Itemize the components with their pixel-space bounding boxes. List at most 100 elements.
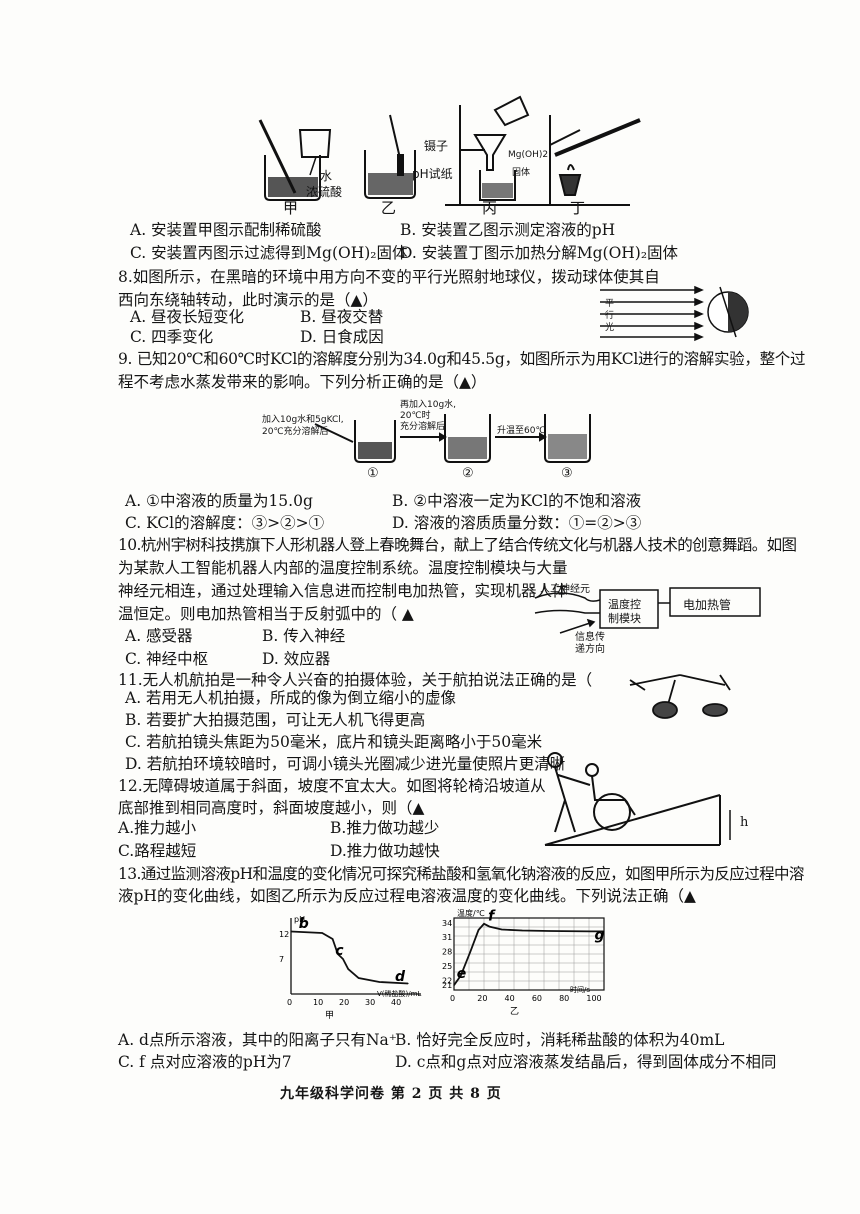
point-label: b bbox=[299, 916, 309, 932]
y-tick-label: 7 bbox=[279, 955, 284, 964]
q11-option-c: C. 若航拍镜头焦距为50毫米，底片和镜头距离略小于50毫米 bbox=[125, 733, 543, 751]
q10-signal-label-2: 递方向 bbox=[575, 644, 605, 655]
data-point bbox=[603, 930, 605, 933]
parallel-light-arrows bbox=[600, 285, 704, 342]
q9-dissolving-figure bbox=[314, 414, 591, 463]
x-tick-label: 60 bbox=[532, 994, 542, 1003]
q8-stem-2: 西向东绕轴转动，此时演示的是（▲） bbox=[118, 291, 378, 309]
x-tick-label: 20 bbox=[339, 998, 349, 1007]
beaker-3 bbox=[544, 414, 591, 463]
q9-step3: 升温至60℃ bbox=[497, 426, 546, 436]
q8-light-label-1: 平 bbox=[605, 299, 615, 309]
q8-option-c: C. 四季变化 bbox=[130, 328, 214, 346]
q12-ramp-figure bbox=[544, 752, 731, 846]
q9-option-a: A. ①中溶液的质量为15.0g bbox=[125, 492, 313, 510]
q7-option-d: D. 安装置丁图示加热分解Mg(OH)₂固体 bbox=[400, 244, 679, 262]
q8-light-label-2: 行 bbox=[605, 311, 615, 321]
q12-option-c: C.路程越短 bbox=[118, 842, 197, 860]
q10-signal-label-1: 信息传 bbox=[575, 632, 605, 643]
data-point bbox=[488, 926, 491, 928]
q8-option-d: D. 日食成因 bbox=[300, 328, 384, 346]
q9-mark-2: ② bbox=[462, 466, 474, 481]
x-tick-label: 80 bbox=[559, 994, 569, 1003]
q8-stem-1: 8.如图所示，在黑暗的环境中用方向不变的平行光照射地球仪，拨动球体使其自 bbox=[118, 268, 660, 286]
q11-option-a: A. 若用无人机拍摄，所成的像为倒立缩小的虚像 bbox=[125, 689, 457, 707]
y-tick-label: 21 bbox=[442, 981, 452, 990]
neuron-line-2 bbox=[534, 609, 600, 614]
data-point bbox=[358, 977, 360, 979]
q10-module-label-2: 制模块 bbox=[608, 612, 641, 625]
q13-stem-2: 液pH的变化曲线，如图乙所示为反应过程电溶液温度的变化曲线。下列说法正确（▲ bbox=[118, 887, 696, 905]
q10-stem-4: 温恒定。则电加热管相当于反射弧中的（ ▲ bbox=[118, 605, 414, 623]
q13-stem-1: 13.通过监测溶液pH和温度的变化情况可探究稀盐酸和氢氧化钠溶液的反应，如图甲所… bbox=[118, 865, 804, 883]
q9-option-b: B. ②中溶液一定为KCl的不饱和溶液 bbox=[392, 492, 642, 510]
q8-option-b: B. 昼夜交替 bbox=[300, 308, 384, 326]
q13-option-d: D. c点和g点对应溶液蒸发结晶后，得到固体成分不相同 bbox=[395, 1053, 777, 1071]
x-axis-label: 时间/s bbox=[570, 985, 590, 994]
q10-heater-label: 电加热管 bbox=[683, 598, 732, 612]
annot-mg: Mg(OH)2 bbox=[508, 150, 549, 160]
wheelchair-wheel bbox=[593, 793, 631, 831]
data-point bbox=[321, 932, 323, 934]
apparatus-d bbox=[535, 115, 641, 206]
plot-frame bbox=[453, 917, 605, 991]
drone-icon bbox=[629, 674, 731, 719]
q8-light-label-3: 光 bbox=[605, 323, 615, 333]
q9-stem-1: 9. 已知20℃和60℃时KCl的溶解度分别为34.0g和45.5g，如图所示为… bbox=[118, 350, 806, 368]
chart-title: 乙 bbox=[510, 1006, 519, 1017]
data-point bbox=[332, 938, 334, 940]
q9-option-c: C. KCl的溶解度：③>②>① bbox=[125, 514, 325, 532]
data-point bbox=[483, 923, 485, 925]
q10-stem-1: 10.杭州宇树科技携旗下人形机器人登上春晚舞台，献上了结合传统文化与机器人技术的… bbox=[118, 536, 797, 554]
q9-mark-3: ③ bbox=[561, 466, 573, 481]
data-point bbox=[548, 930, 551, 932]
q9-step2c: 充分溶解后 bbox=[400, 422, 446, 432]
y-tick-label: 12 bbox=[279, 930, 289, 939]
x-tick-label: 0 bbox=[450, 994, 455, 1003]
y-tick-label: 22 bbox=[442, 976, 452, 985]
q10-stem-2: 为某款人工智能机器人内部的温度控制系统。温度控制模块与大量 bbox=[118, 559, 568, 577]
q12-stem-1: 12.无障碍坡道属于斜面，坡度不宜太大。如图将轮椅沿坡道从 bbox=[118, 777, 546, 795]
q10-option-d: D. 效应器 bbox=[262, 650, 331, 668]
q13-option-c: C. f 点对应溶液的pH为7 bbox=[118, 1053, 292, 1071]
q11-option-d: D. 若航拍环境较暗时，可调小镜头光圈减少进光量使照片更清晰 bbox=[125, 755, 566, 773]
label-jia: 甲 bbox=[283, 199, 299, 217]
neuron-line-1 bbox=[534, 592, 601, 602]
q9-step2: 再加入10g水, bbox=[400, 400, 457, 410]
data-point bbox=[589, 930, 591, 933]
x-tick-label: 0 bbox=[287, 998, 292, 1007]
point-label: c bbox=[335, 943, 344, 959]
y-axis-label: 温度/℃ bbox=[457, 908, 485, 918]
data-point bbox=[347, 968, 349, 970]
series-line bbox=[290, 930, 409, 985]
q10-option-c: C. 神经中枢 bbox=[125, 650, 209, 668]
point-label: g bbox=[594, 928, 604, 944]
label-ding: 丁 bbox=[570, 199, 586, 217]
apparatus-c bbox=[445, 95, 540, 206]
q12-option-b: B.推力做功越少 bbox=[330, 819, 440, 837]
y-axis-label: pH bbox=[294, 915, 305, 924]
apparatus-b bbox=[364, 114, 416, 199]
q9-step1: 加入10g水和5gKCl, bbox=[262, 415, 344, 425]
q10-option-a: A. 感受器 bbox=[125, 627, 193, 645]
q12-stem-2: 底部推到相同高度时，斜面坡度越小，则（▲ bbox=[118, 799, 425, 817]
q10-option-b: B. 传入神经 bbox=[262, 627, 346, 645]
data-point bbox=[407, 982, 409, 985]
label-yi: 乙 bbox=[381, 199, 397, 217]
q7-option-b: B. 安装置乙图示测定溶液的pH bbox=[400, 221, 616, 239]
q8-globe-figure bbox=[600, 285, 749, 342]
y-tick-label: 25 bbox=[442, 962, 452, 971]
apparatus-a bbox=[258, 119, 332, 201]
page-footer: 九年级科学问卷 第 2 页 共 8 页 bbox=[280, 1086, 502, 1102]
q12-option-a: A.推力越小 bbox=[118, 819, 197, 837]
label-bing: 丙 bbox=[482, 199, 498, 217]
q8-option-a: A. 昼夜长短变化 bbox=[130, 308, 245, 326]
q7-apparatus-figures bbox=[258, 95, 641, 206]
q13-option-a: A. d点所示溶液，其中的阳离子只有Na⁺ bbox=[118, 1031, 397, 1049]
q9-step1b: 20℃充分溶解后 bbox=[262, 427, 329, 437]
x-tick-label: 100 bbox=[586, 994, 601, 1003]
data-point bbox=[342, 958, 344, 960]
q9-option-d: D. 溶液的溶质质量分数：①=②>③ bbox=[392, 514, 642, 532]
